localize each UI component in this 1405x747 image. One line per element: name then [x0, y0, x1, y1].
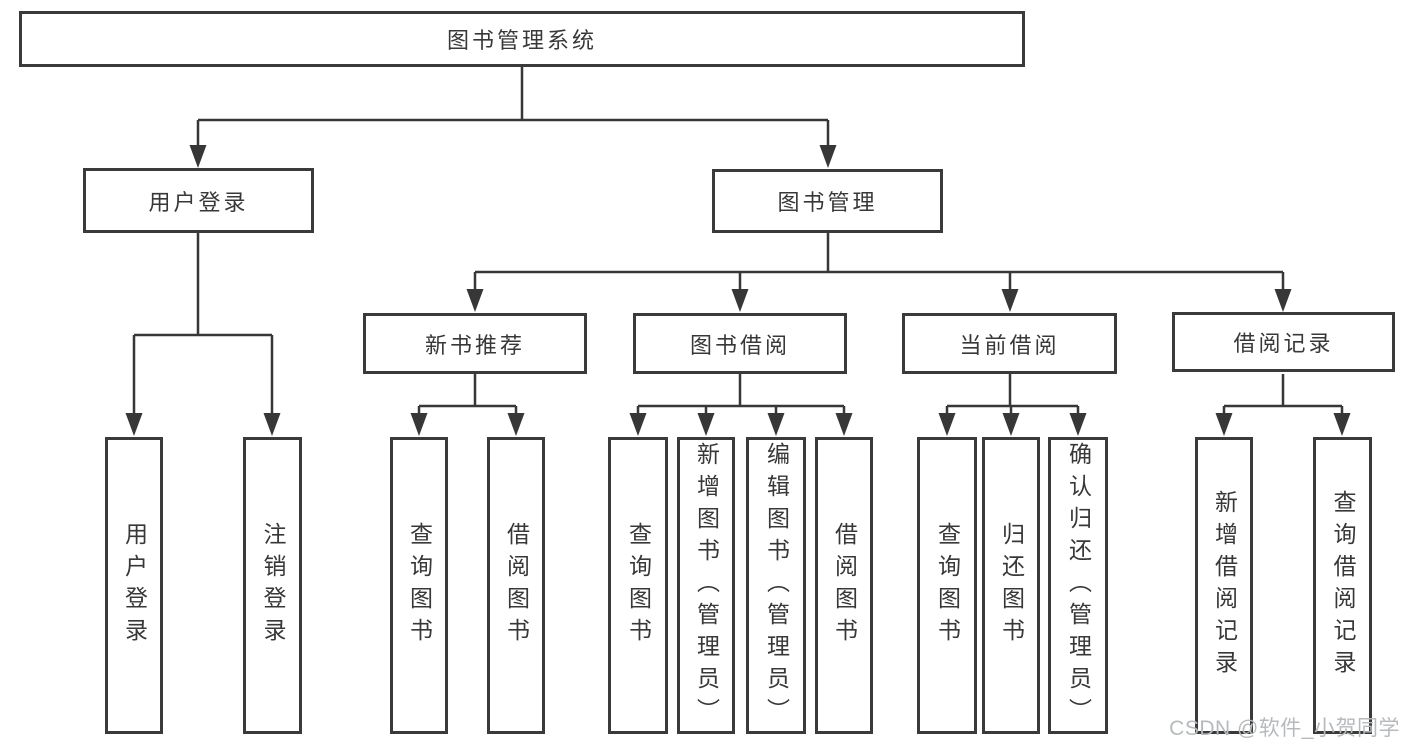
- leaf-user-login: 用户登录: [105, 437, 163, 734]
- node-book-borrowing: 图书借阅: [633, 313, 847, 374]
- leaf-query-books-recommend-label: 查询图书: [406, 521, 433, 650]
- leaf-edit-books-admin-label: 编辑图书（管理员）: [763, 441, 790, 730]
- watermark: CSDN @软件_小贺同学: [1169, 717, 1400, 740]
- node-root: 图书管理系统: [19, 11, 1025, 67]
- node-current-borrowing-label: 当前借阅: [959, 332, 1060, 358]
- leaf-borrow-books-recommend-label: 借阅图书: [503, 521, 530, 650]
- leaf-borrow-books-recommend: 借阅图书: [487, 437, 545, 734]
- leaf-edit-books-admin: 编辑图书（管理员）: [746, 437, 806, 734]
- leaf-add-borrow-record: 新增借阅记录: [1195, 437, 1253, 734]
- leaf-query-books-borrowing-label: 查询图书: [625, 521, 652, 650]
- leaf-query-books-current: 查询图书: [917, 437, 977, 734]
- node-book-borrowing-label: 图书借阅: [689, 332, 790, 358]
- leaf-query-books-current-label: 查询图书: [934, 521, 961, 650]
- leaf-query-books-recommend: 查询图书: [390, 437, 448, 734]
- leaf-user-login-label: 用户登录: [121, 521, 148, 650]
- leaf-borrow-books-borrowing: 借阅图书: [815, 437, 873, 734]
- node-borrowing-records-label: 借阅记录: [1233, 331, 1334, 356]
- node-root-label: 图书管理系统: [446, 28, 597, 53]
- leaf-borrow-books-borrowing-label: 借阅图书: [831, 521, 858, 650]
- node-current-borrowing: 当前借阅: [902, 313, 1117, 374]
- node-book-management: 图书管理: [712, 169, 943, 233]
- leaf-return-books: 归还图书: [982, 437, 1040, 734]
- node-new-book-recommendation-label: 新书推荐: [424, 332, 525, 358]
- leaf-query-borrow-record: 查询借阅记录: [1313, 437, 1372, 734]
- leaf-confirm-return-admin-label: 确认归还（管理员）: [1065, 441, 1092, 730]
- leaf-confirm-return-admin: 确认归还（管理员）: [1048, 437, 1108, 734]
- node-book-management-label: 图书管理: [777, 190, 878, 215]
- node-user-login: 用户登录: [83, 168, 314, 233]
- node-user-login-label: 用户登录: [148, 189, 249, 215]
- leaf-add-books-admin: 新增图书（管理员）: [677, 437, 735, 734]
- leaf-add-books-admin-label: 新增图书（管理员）: [693, 441, 720, 730]
- leaf-query-borrow-record-label: 查询借阅记录: [1330, 489, 1356, 682]
- leaf-logout: 注销登录: [243, 437, 302, 734]
- leaf-logout-label: 注销登录: [260, 521, 286, 650]
- node-borrowing-records: 借阅记录: [1172, 312, 1395, 372]
- node-new-book-recommendation: 新书推荐: [363, 313, 587, 374]
- leaf-query-books-borrowing: 查询图书: [608, 437, 668, 734]
- leaf-return-books-label: 归还图书: [998, 521, 1025, 650]
- leaf-add-borrow-record-label: 新增借阅记录: [1211, 489, 1238, 682]
